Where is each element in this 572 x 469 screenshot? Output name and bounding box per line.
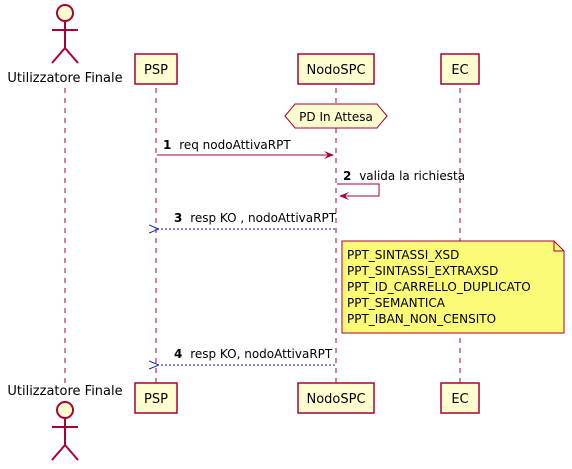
- message-4-text: resp KO, nodoAttivaRPT: [190, 347, 333, 361]
- note-line-5: PPT_IBAN_NON_CENSITO: [347, 312, 496, 326]
- svg-text:3 resp KO , nodoAttivaRP: 3 resp KO , nodoAttivaRPT: [174, 211, 337, 225]
- participant-label-psp-bottom: PSP: [144, 392, 168, 407]
- actor-user-bottom: Utilizzatore Finale: [7, 384, 123, 461]
- participant-label-user-top: Utilizzatore Finale: [7, 71, 122, 86]
- message-4-number: 4: [174, 347, 182, 361]
- actor-right-leg: [64, 47, 79, 64]
- actor-left-leg: [51, 444, 66, 461]
- participant-label-ec-bottom: EC: [451, 392, 468, 407]
- participant-label-nodo-bottom: NodoSPC: [306, 392, 365, 407]
- message-1-number: 1: [163, 138, 171, 152]
- participant-ec-bottom: EC: [440, 382, 480, 414]
- participant-label-psp-top: PSP: [144, 63, 168, 78]
- note-line-3: PPT_ID_CARRELLO_DUPLICATO: [347, 280, 531, 294]
- message-2-number: 2: [343, 169, 351, 183]
- participant-label-ec-top: EC: [451, 63, 468, 78]
- state-label: PD In Attesa: [299, 110, 373, 124]
- actor-head: [56, 4, 74, 22]
- participant-ec-top: EC: [440, 53, 480, 85]
- participant-label-nodo-top: NodoSPC: [306, 63, 365, 78]
- message-2: 2 valida la richiesta: [337, 169, 465, 200]
- error-codes-note: PPT_SINTASSI_XSD PPT_SINTASSI_EXTRAXSD P…: [341, 240, 565, 334]
- actor-left-leg: [51, 47, 66, 64]
- participant-nodo-bottom: NodoSPC: [297, 382, 375, 414]
- message-1-text: req nodoAttivaRPT: [179, 138, 291, 152]
- message-1: 1 req nodoAttivaRPT: [157, 138, 334, 159]
- actor-right-leg: [64, 444, 79, 461]
- note-line-4: PPT_SEMANTICA: [347, 296, 446, 310]
- actor-head: [56, 401, 74, 419]
- svg-text:4 resp KO, nodoAttivaRPT: 4 resp KO, nodoAttivaRPT: [174, 347, 333, 361]
- message-3-number: 3: [174, 211, 182, 225]
- note-line-2: PPT_SINTASSI_EXTRAXSD: [347, 264, 498, 278]
- message-4: 4 resp KO, nodoAttivaRPT: [158, 347, 335, 365]
- svg-text:2 valida la richiesta: 2 valida la richiesta: [343, 169, 465, 183]
- message-3-text: resp KO , nodoAttivaRPT: [190, 211, 337, 225]
- actor-user-top: Utilizzatore Finale: [7, 4, 123, 86]
- participant-label-user-bottom: Utilizzatore Finale: [7, 384, 122, 399]
- participant-psp-top: PSP: [134, 53, 178, 85]
- message-2-text: valida la richiesta: [359, 169, 465, 183]
- state-hexagon: PD In Attesa: [284, 103, 388, 129]
- participant-psp-bottom: PSP: [134, 382, 178, 414]
- svg-text:1 req nodoAttivaRPT: 1 req nodoAttivaRPT: [163, 138, 291, 152]
- message-3: 3 resp KO , nodoAttivaRPT: [158, 211, 337, 229]
- participant-nodo-top: NodoSPC: [297, 53, 375, 85]
- note-line-1: PPT_SINTASSI_XSD: [347, 248, 459, 262]
